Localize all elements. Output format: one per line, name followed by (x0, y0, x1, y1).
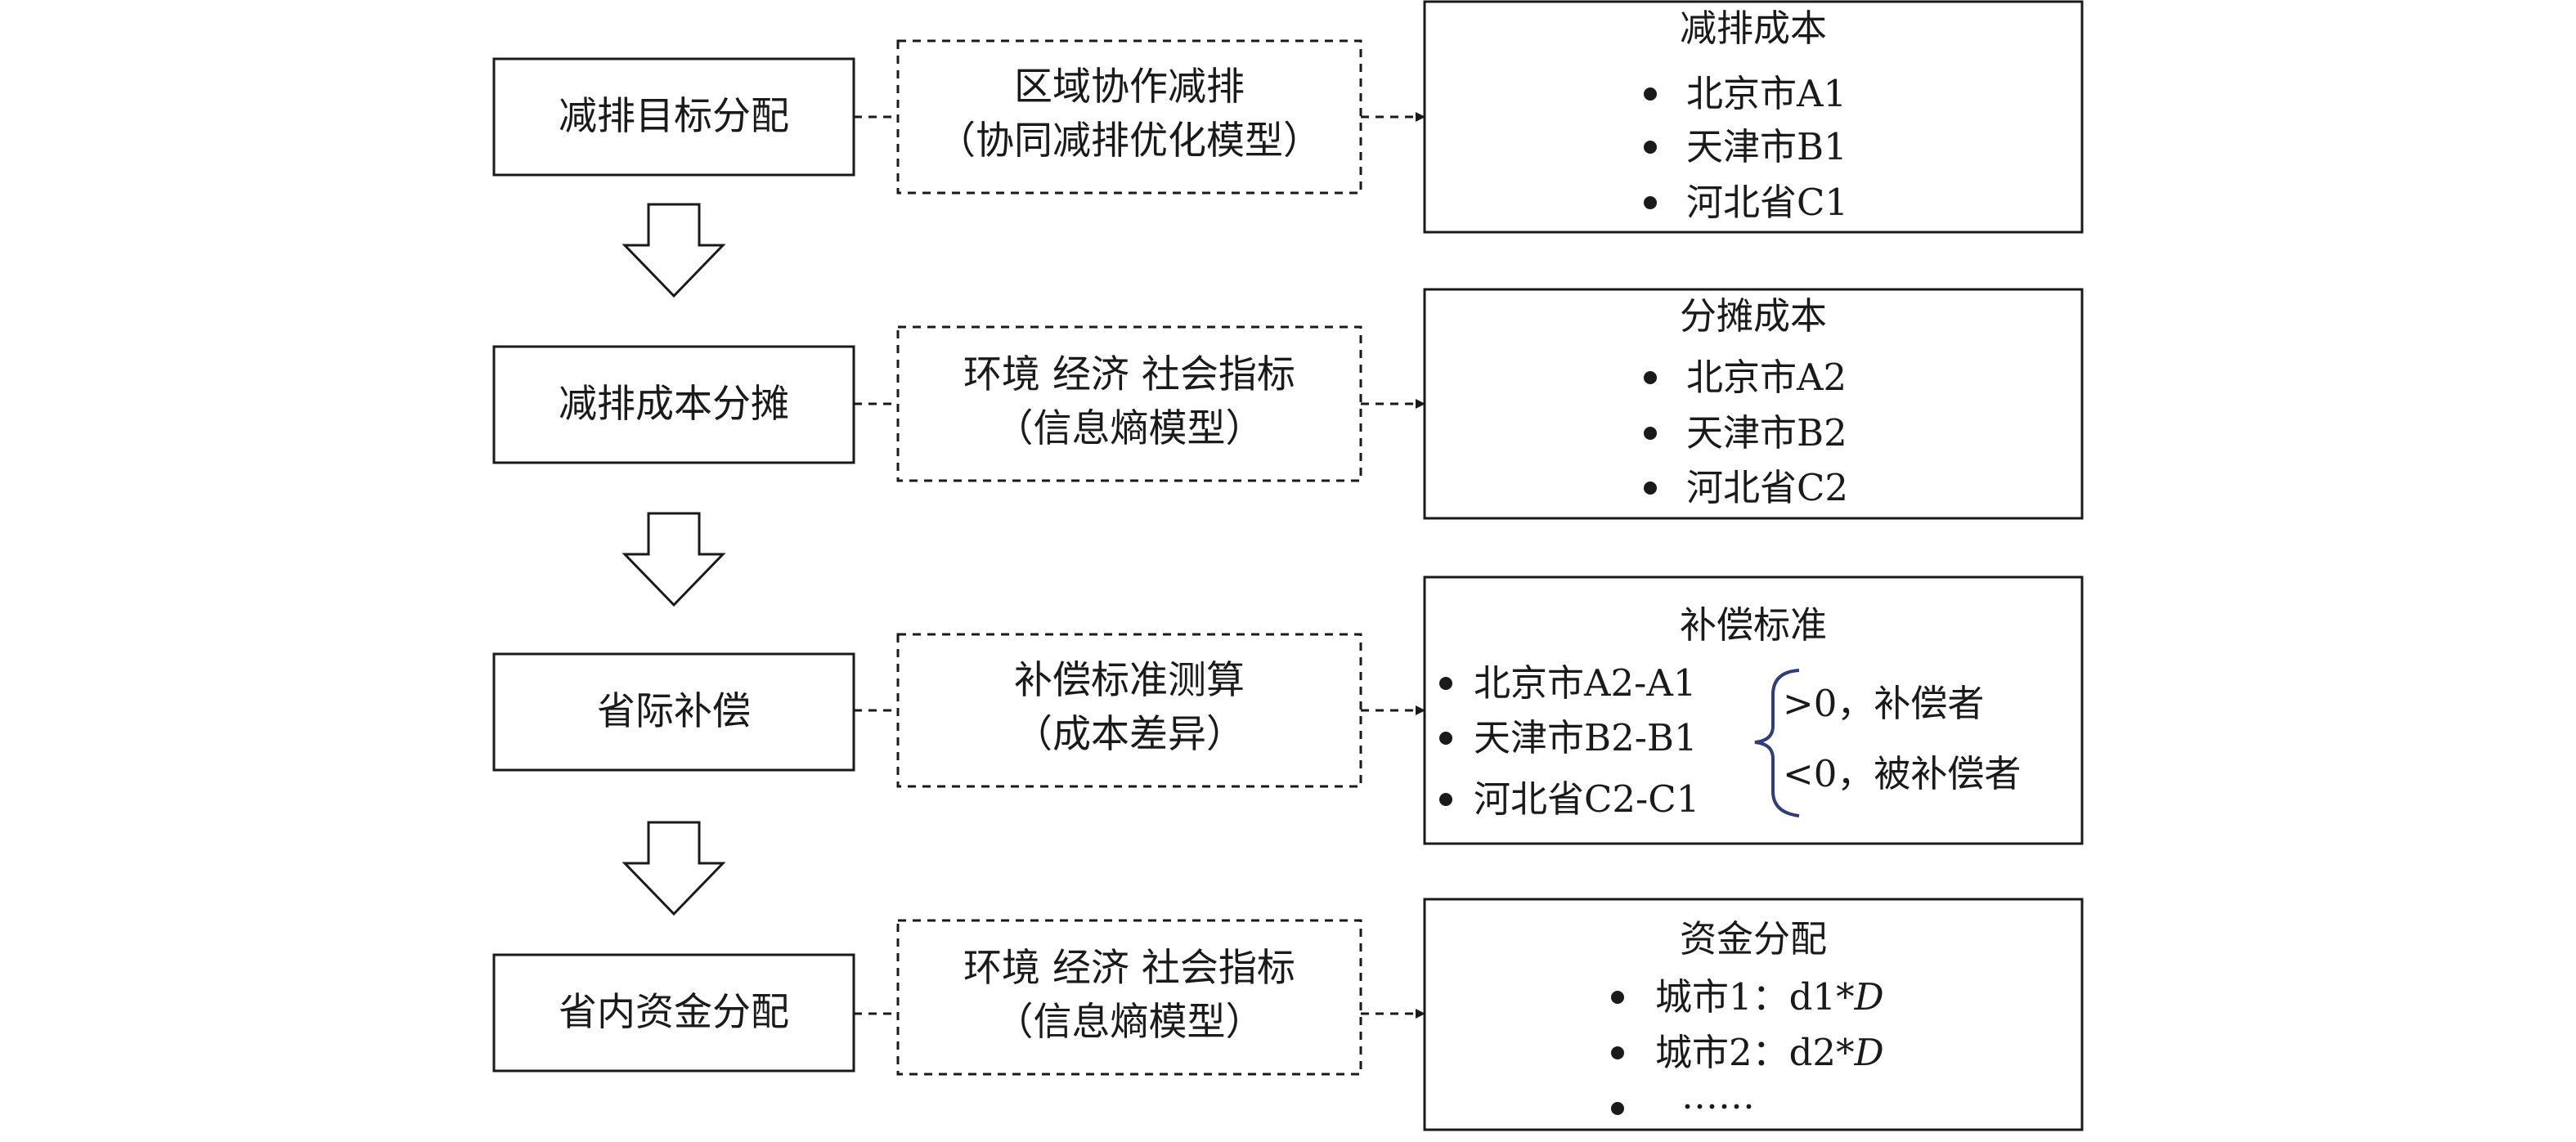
stage-1: 减排目标分配 区域协作减排 （协同减排优化模型） 减排成本 北京市A1 天津市B… (492, 0, 2084, 234)
stage-3-condition-negative: <0，被补偿者 (1783, 752, 2021, 795)
stage-4: 省内资金分配 环境 经济 社会指标 （信息熵模型） 资金分配 城市1：d1*D … (492, 898, 2084, 1131)
stage-4-box (492, 953, 855, 1073)
stage-3-result-item-3: 河北省C2-C1 (1474, 777, 1699, 821)
stage-3-result-box (1423, 575, 2084, 845)
stage-1-label: 减排目标分配 (559, 94, 789, 139)
stage-1-method-line-2: （协同减排优化模型） (937, 119, 1322, 163)
stage-3-result-item-2: 天津市B2-B1 (1474, 716, 1698, 759)
stage-1-result-box (1423, 0, 2084, 234)
stage-2-result-item-3: 河北省C2 (1686, 466, 1848, 509)
flow-down-arrow-3 (622, 821, 726, 916)
stage-4-method-line-2: （信息熵模型） (995, 1000, 1264, 1045)
stage-2-result-title: 分摊成本 (1680, 294, 1827, 338)
stage-3: 省际补偿 补偿标准测算 （成本差异） 补偿标准 北京市A2-A1 天津市B2-B… (492, 575, 2084, 845)
stage-1-result-title: 减排成本 (1680, 7, 1827, 50)
condition-brace (1754, 669, 1800, 817)
bullet (1611, 991, 1624, 1004)
stage-2: 减排成本分摊 环境 经济 社会指标 （信息熵模型） 分摊成本 北京市A2 天津市… (492, 288, 2084, 520)
stage-3-result-item-1: 北京市A2-A1 (1474, 661, 1696, 705)
stage-4-result-item-1: 城市1：d1*D (1655, 975, 1884, 1019)
stage-2-method-line-2: （信息熵模型） (995, 406, 1264, 451)
stage-4-method-box (896, 919, 1362, 1076)
bullet (1644, 87, 1657, 101)
bullet (1644, 196, 1657, 209)
stage-2-result-item-2: 天津市B2 (1686, 411, 1847, 455)
stage-1-method-box (896, 39, 1362, 195)
stage-2-method-line-1: 环境 经济 社会指标 (963, 352, 1295, 397)
stage-4-result-item-2: 城市2：d2*D (1655, 1031, 1884, 1074)
stage-3-condition-positive: >0，补偿者 (1783, 682, 1984, 725)
stage-3-method-line-2: （成本差异） (1014, 712, 1245, 757)
stage-4-result-title: 资金分配 (1680, 917, 1827, 961)
stage-3-method-line-1: 补偿标准测算 (1014, 658, 1245, 703)
flow-down-arrow-1 (622, 203, 726, 298)
bullet (1644, 481, 1657, 495)
stage-2-result-box (1423, 288, 2084, 520)
bullet (1439, 732, 1452, 745)
stage-4-result-item-3: …… (1681, 1074, 1755, 1117)
stage-3-box (492, 652, 855, 772)
bullet (1644, 141, 1657, 154)
bullet (1439, 793, 1452, 806)
bullet (1611, 1102, 1624, 1115)
flow-down-arrow-2 (622, 512, 726, 607)
stage-4-result-box (1423, 898, 2084, 1131)
stage-2-method-box (896, 325, 1362, 482)
stage-1-box (492, 57, 855, 177)
stage-3-method-box (896, 633, 1362, 788)
stage-2-label: 减排成本分摊 (559, 382, 789, 427)
stage-3-label: 省际补偿 (597, 689, 751, 734)
stage-2-result-item-1: 北京市A2 (1686, 356, 1847, 399)
bullet (1644, 371, 1657, 384)
bullet (1439, 677, 1452, 690)
bullet (1644, 427, 1657, 440)
stage-1-result-item-2: 天津市B1 (1686, 125, 1847, 168)
stage-4-label: 省内资金分配 (559, 990, 789, 1035)
stage-1-result-item-3: 河北省C1 (1686, 181, 1848, 224)
stage-1-result-item-1: 北京市A1 (1686, 72, 1847, 115)
stage-3-result-title: 补偿标准 (1680, 603, 1827, 647)
bullet (1611, 1046, 1624, 1059)
stage-4-method-line-1: 环境 经济 社会指标 (963, 946, 1295, 991)
stage-1-method-line-1: 区域协作减排 (1014, 65, 1245, 110)
